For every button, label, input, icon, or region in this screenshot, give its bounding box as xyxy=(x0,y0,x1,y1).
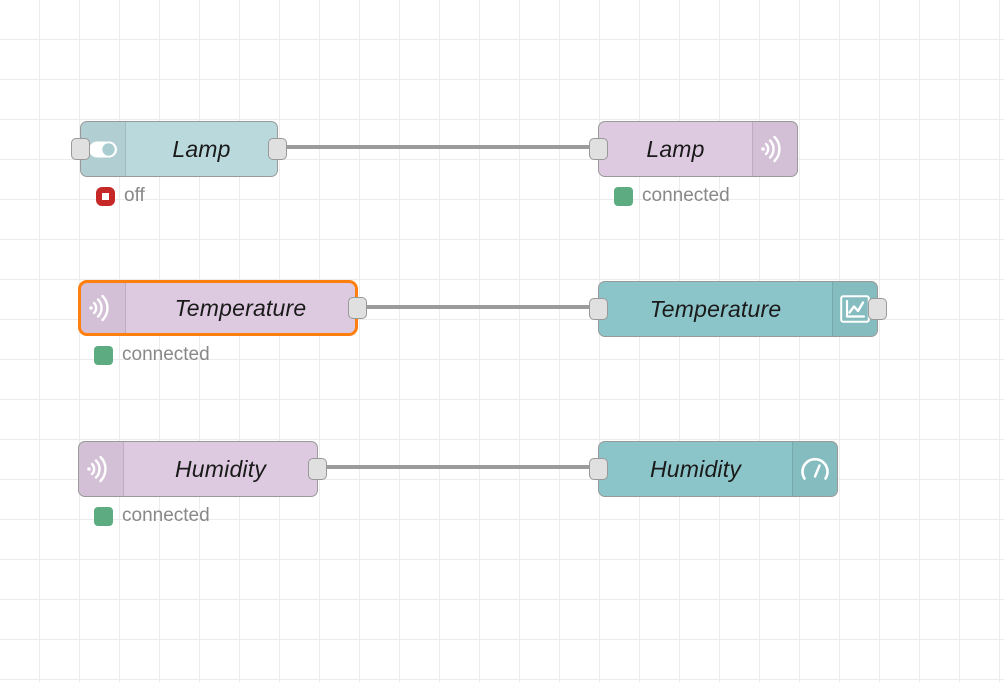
status-label: connected xyxy=(122,505,210,526)
node-output-port[interactable] xyxy=(308,458,327,480)
node-status: connected xyxy=(614,185,730,207)
node-humidity-gauge[interactable]: Humidity xyxy=(589,441,838,497)
status-indicator-icon xyxy=(96,186,115,206)
node-label: Temperature xyxy=(649,295,782,322)
node-input-port[interactable] xyxy=(589,138,608,160)
node-status: connected xyxy=(94,344,210,366)
status-indicator-icon xyxy=(94,506,113,526)
status-indicator-icon xyxy=(94,345,113,365)
node-label: Humidity xyxy=(649,455,742,482)
flow-wire[interactable] xyxy=(283,145,596,149)
node-label: Humidity xyxy=(174,455,267,482)
node-label: Temperature xyxy=(174,294,307,321)
mqtt-signal-icon xyxy=(79,442,124,496)
node-label: Lamp xyxy=(172,135,231,162)
node-lamp-switch[interactable]: Lamp xyxy=(71,121,287,177)
node-output-port[interactable] xyxy=(268,138,287,160)
node-temperature-chart[interactable]: Temperature xyxy=(589,281,887,337)
flow-wire[interactable] xyxy=(364,305,596,309)
node-status: off xyxy=(96,185,145,207)
gauge-icon xyxy=(792,442,837,496)
node-status: connected xyxy=(94,505,210,527)
node-input-port[interactable] xyxy=(71,138,90,160)
node-input-port[interactable] xyxy=(589,458,608,480)
node-temperature-mqtt-in[interactable]: Temperature xyxy=(78,280,367,336)
status-indicator-icon xyxy=(614,186,633,206)
node-output-port[interactable] xyxy=(348,297,367,319)
status-label: off xyxy=(124,185,145,206)
status-label: connected xyxy=(642,185,730,206)
mqtt-signal-icon xyxy=(752,122,797,176)
node-humidity-mqtt-in[interactable]: Humidity xyxy=(78,441,327,497)
flow-wire[interactable] xyxy=(323,465,596,469)
status-label: connected xyxy=(122,344,210,365)
node-lamp-mqtt-out[interactable]: Lamp xyxy=(589,121,798,177)
node-label: Lamp xyxy=(646,135,705,162)
mqtt-signal-icon xyxy=(81,283,126,333)
node-output-port[interactable] xyxy=(868,298,887,320)
node-input-port[interactable] xyxy=(589,298,608,320)
